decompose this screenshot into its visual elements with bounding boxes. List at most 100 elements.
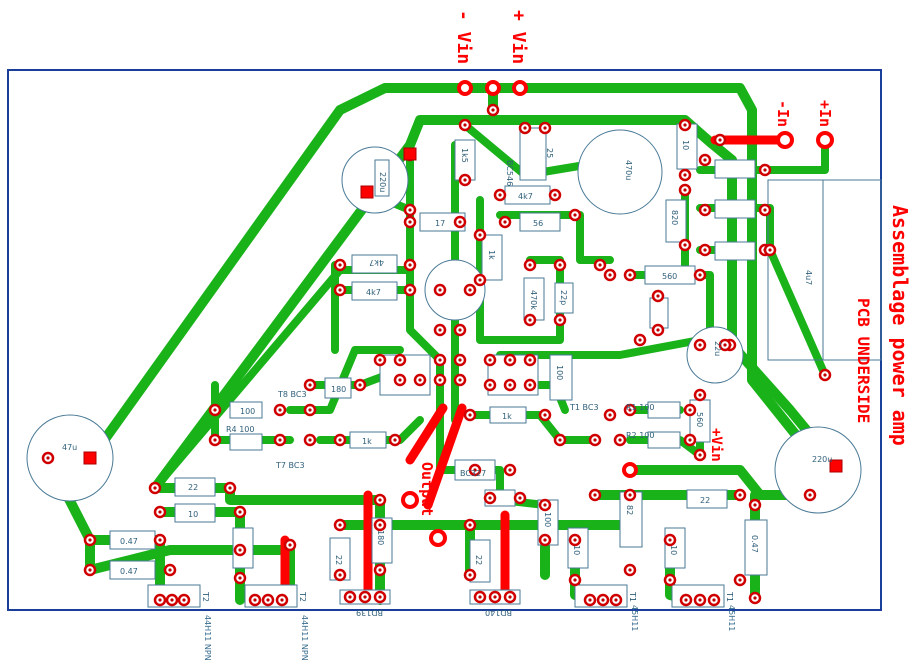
- resistor-in-b: [714, 199, 756, 219]
- label-r-1k5: 1k5: [460, 148, 469, 163]
- pad-hole: [593, 493, 597, 497]
- trace-vplus-loop: [85, 83, 841, 471]
- label-t1-bc: T1 BC3: [569, 403, 599, 412]
- page-title: Assemblage power amp: [888, 205, 912, 446]
- label-plus-vin: + Vin: [508, 10, 529, 64]
- pad-hole: [543, 538, 547, 542]
- label-r-10-top: 10: [681, 140, 690, 150]
- pad-hole: [348, 595, 352, 599]
- label-r-4k7-b: 4k7: [366, 288, 381, 297]
- label-r4: R4 100: [226, 425, 254, 434]
- pad-hole: [438, 378, 442, 382]
- resistor-r1: [647, 401, 681, 419]
- cap-22p-b: [649, 297, 669, 329]
- pad-hole: [398, 378, 402, 382]
- pad-hole: [278, 438, 282, 442]
- pad-hole: [543, 126, 547, 130]
- label-pnp-b: 45H11: [727, 605, 736, 631]
- label-r-560-v: 560: [695, 412, 704, 427]
- pad-hole: [88, 538, 92, 542]
- pad-hole: [418, 378, 422, 382]
- label-r-17: 17: [435, 219, 445, 228]
- pad-hole: [614, 598, 618, 602]
- pad-hole: [723, 343, 727, 347]
- pad-gnd[interactable]: [485, 80, 501, 96]
- pad-plus-vin[interactable]: [512, 80, 528, 96]
- pad-hole: [573, 213, 577, 217]
- pad-hole: [468, 288, 472, 292]
- pad-output-a[interactable]: [401, 491, 419, 509]
- pad-hole: [213, 438, 217, 442]
- jumper-wires: [280, 135, 790, 600]
- pad-hole: [698, 598, 702, 602]
- pad-hole: [253, 598, 257, 602]
- pad-hole: [408, 220, 412, 224]
- pad-hole: [158, 538, 162, 542]
- resistor-r-t8: [229, 401, 263, 419]
- pad-plus-in[interactable]: [816, 131, 834, 149]
- label-r-047-c: 0.47: [750, 535, 759, 553]
- pad-hole: [703, 208, 707, 212]
- pad-hole: [266, 598, 270, 602]
- pad-hole: [458, 328, 462, 332]
- pad-hole: [683, 123, 687, 127]
- pad-output-b[interactable]: [429, 529, 447, 547]
- pad-hole: [493, 595, 497, 599]
- label-c-470u: 470u: [624, 160, 633, 180]
- pad-hole: [528, 383, 532, 387]
- pad-minus-vin[interactable]: [457, 80, 473, 96]
- label-r-4k7-a: 4k7: [369, 258, 384, 267]
- label-t7: T7 BC3: [275, 461, 305, 470]
- pad-hole: [703, 158, 707, 162]
- capacitors: [26, 129, 862, 514]
- resistor-in-a: [714, 159, 756, 179]
- label-npn-a: 44H11 NPN: [203, 615, 212, 661]
- pad-hole: [408, 263, 412, 267]
- pad-hole: [628, 568, 632, 572]
- pad-hole: [628, 408, 632, 412]
- resistor-047-b: [109, 560, 156, 580]
- pad-hole: [398, 358, 402, 362]
- cap-mid: [424, 259, 486, 321]
- pad-hole: [703, 248, 707, 252]
- label-r-22-e: 22: [700, 496, 710, 505]
- pad-hole: [491, 108, 495, 112]
- pad-hole: [378, 595, 382, 599]
- resistor-180-v: [549, 354, 573, 401]
- pad-hole: [573, 578, 577, 582]
- label-r-10-left: 10: [188, 510, 198, 519]
- pad-hole: [558, 263, 562, 267]
- pad-hole: [308, 383, 312, 387]
- pad-hole: [468, 413, 472, 417]
- pad-hole: [523, 126, 527, 130]
- labels: - Vin + Vin -In +In Output +Vin Assembla…: [418, 10, 912, 516]
- pad-minus-in[interactable]: [776, 131, 794, 149]
- resistor-1k-right: [489, 406, 527, 424]
- pad-hole: [280, 598, 284, 602]
- pad-hole: [683, 243, 687, 247]
- pad-hole: [503, 220, 507, 224]
- pad-vin-right[interactable]: [622, 462, 638, 478]
- label-r2: R2 100: [626, 431, 654, 440]
- resistor-r4: [229, 433, 263, 451]
- pad-hole: [238, 548, 242, 552]
- cap-470u: [577, 129, 663, 215]
- pad-hole: [182, 598, 186, 602]
- pad-hole: [438, 358, 442, 362]
- label-r-047-a: 0.47: [120, 537, 138, 546]
- label-r-10-b: 10: [669, 545, 678, 555]
- terminal-pads: [83, 80, 843, 547]
- pad-hole: [628, 493, 632, 497]
- pad-hole: [753, 503, 757, 507]
- pad-hole: [738, 578, 742, 582]
- label-pnp-a: 45H11: [630, 605, 639, 631]
- label-minus-vin: - Vin: [453, 10, 474, 64]
- label-r-560: 560: [662, 272, 677, 281]
- label-r-100-v: 100: [543, 512, 552, 527]
- trace-vminus-loop: [150, 115, 841, 493]
- label-t2-b: T2: [298, 591, 307, 602]
- pad-hole: [508, 595, 512, 599]
- pad-hole: [543, 413, 547, 417]
- resistor-r2: [647, 431, 681, 449]
- pad-hole: [763, 168, 767, 172]
